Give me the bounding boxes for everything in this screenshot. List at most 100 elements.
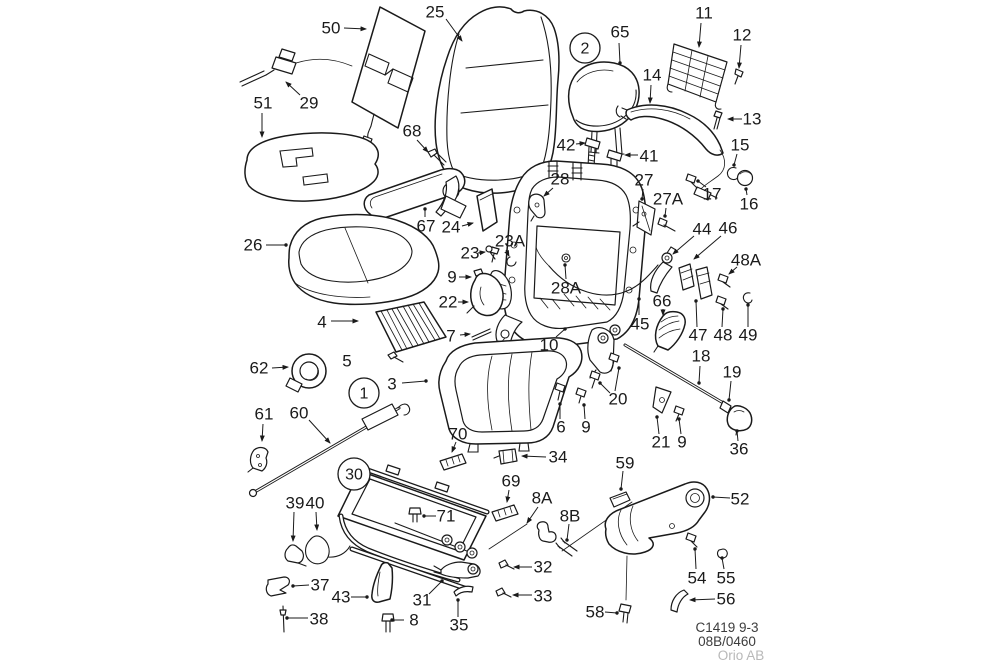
callout-52-56: 52 — [731, 490, 750, 509]
part-torsion-rod — [623, 343, 736, 414]
part-screw-48a — [717, 273, 731, 288]
part-strip-46 — [678, 263, 695, 291]
leader-line-11 — [696, 22, 702, 48]
callout-60-42: 60 — [290, 404, 309, 423]
leader-line-48A — [728, 266, 738, 275]
callout-22-24: 22 — [439, 293, 458, 312]
part-plate-21 — [652, 386, 672, 414]
leader-line-15 — [732, 153, 738, 167]
callout-43-61: 43 — [332, 588, 351, 607]
leader-line-8A — [526, 506, 539, 524]
part-restraint-grid — [666, 43, 728, 110]
callout-69-53: 69 — [502, 472, 521, 491]
leader-line-10 — [555, 327, 567, 338]
callout-27-16: 27 — [635, 171, 654, 190]
footer-drawing-code: C1419 9-3 — [695, 620, 758, 635]
group-marker-label-2: 2 — [581, 41, 590, 58]
part-headrest-support — [615, 104, 726, 201]
leader-line-42 — [575, 141, 586, 147]
leader-line-39 — [290, 511, 296, 542]
leader-line-55 — [720, 556, 725, 570]
part-seat-cushion — [288, 213, 440, 306]
callout-26-18: 26 — [244, 236, 263, 255]
part-headrest — [567, 61, 640, 156]
callout-34-51: 34 — [549, 448, 568, 467]
leader-line-24 — [461, 222, 474, 227]
leader-line-40 — [314, 511, 320, 531]
callout-8A-54: 8A — [532, 489, 553, 508]
callout-9-49: 9 — [677, 433, 686, 452]
part-screw-33 — [495, 587, 512, 598]
part-pins-8b — [555, 537, 578, 557]
leader-line-56 — [689, 597, 716, 603]
callout-23-22: 23 — [461, 244, 480, 263]
part-screw-54 — [685, 532, 698, 548]
part-recliner-knob — [285, 353, 327, 393]
leader-line-31 — [428, 579, 444, 595]
callout-59-52: 59 — [616, 454, 635, 473]
part-screw-48 — [715, 295, 729, 310]
leader-line-8B — [565, 523, 570, 542]
callout-55-69: 55 — [717, 569, 736, 588]
callout-17-13: 17 — [703, 185, 722, 204]
part-recliner-cable — [248, 403, 411, 498]
callout-40-59: 40 — [306, 494, 325, 513]
group-marker-circle-1 — [348, 377, 380, 409]
leader-line-21 — [655, 415, 660, 435]
part-screw-9c — [673, 405, 685, 422]
callout-36-50: 36 — [730, 440, 749, 459]
footer-revision-code: 08B/0460 — [698, 634, 756, 649]
part-pin-27a — [657, 217, 676, 232]
leader-line-23 — [477, 250, 486, 256]
leader-line-61 — [259, 423, 265, 442]
part-strip-69 — [491, 504, 519, 522]
callout-32-66: 32 — [534, 558, 553, 577]
leader-line-7 — [459, 332, 471, 338]
leader-line-54 — [693, 547, 697, 570]
part-clip-49 — [742, 292, 753, 304]
leader-line-50 — [343, 26, 367, 32]
leader-line-9 — [677, 417, 682, 435]
callout-56-70: 56 — [717, 590, 736, 609]
leader-line-60 — [308, 419, 331, 444]
callout-46-27: 46 — [719, 219, 738, 238]
callout-49-35: 49 — [739, 326, 758, 345]
callout-29-2: 29 — [300, 94, 319, 113]
callout-39-58: 39 — [286, 494, 305, 513]
callout-21-48: 21 — [652, 433, 671, 452]
part-bracket-27 — [632, 200, 656, 236]
part-armrest — [363, 167, 467, 220]
leader-line-36 — [735, 429, 739, 442]
callout-18-40: 18 — [692, 347, 711, 366]
part-screw-6 — [554, 382, 566, 401]
callout-31-62: 31 — [413, 591, 432, 610]
callout-51-3: 51 — [254, 94, 273, 113]
callout-25-1: 25 — [426, 3, 445, 22]
callout-3-39: 3 — [387, 375, 396, 394]
callout-48A-28: 48A — [731, 251, 762, 270]
part-nut-55 — [716, 548, 728, 559]
leader-line-23A — [504, 249, 510, 257]
callout-47-33: 47 — [689, 326, 708, 345]
leader-line-19 — [727, 380, 732, 402]
part-bolt-8 — [381, 613, 395, 633]
part-wire-loop-40 — [304, 535, 351, 565]
leader-line-70 — [451, 441, 457, 453]
part-rod-7 — [471, 328, 492, 341]
leader-line-62 — [271, 364, 289, 370]
part-clamp-8a — [536, 521, 557, 543]
callout-6-46: 6 — [556, 418, 565, 437]
callout-62-37: 62 — [250, 359, 269, 378]
callout-38-63: 38 — [310, 610, 329, 629]
footer-brand: Orio AB — [718, 648, 765, 663]
leader-line-12 — [736, 44, 742, 69]
group-marker-circle-30 — [337, 457, 371, 491]
leader-line-34 — [521, 453, 547, 459]
callout-35-65: 35 — [450, 616, 469, 635]
part-screw-23 — [485, 245, 496, 260]
part-screws-20 — [589, 352, 620, 389]
part-lever-31 — [433, 561, 481, 579]
leader-line-9 — [582, 403, 586, 420]
